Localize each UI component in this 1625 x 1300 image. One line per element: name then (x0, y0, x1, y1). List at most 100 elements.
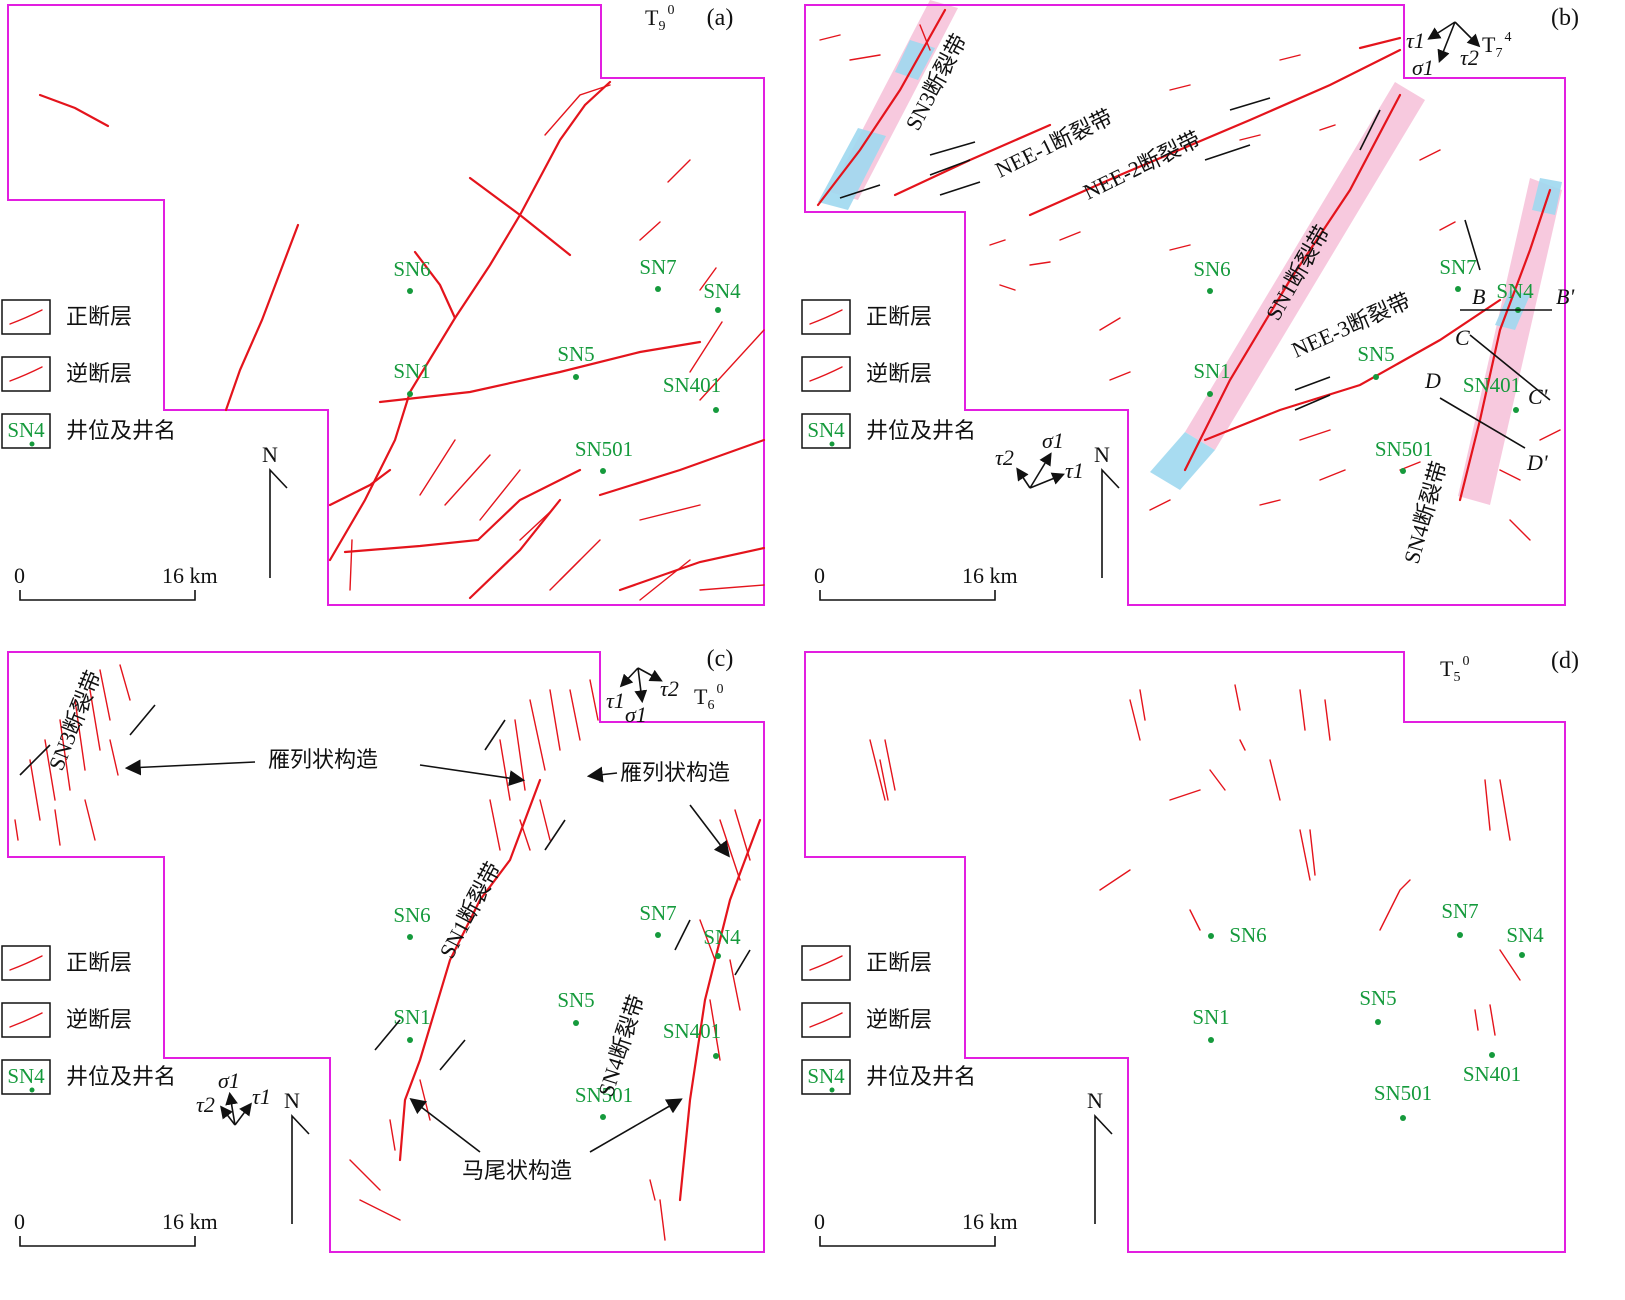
sigma1-label: σ1 (218, 1068, 240, 1093)
well-6: SN501 (575, 437, 633, 474)
well-dot (407, 934, 413, 940)
scale-distance: 16 km (962, 1209, 1018, 1234)
sigma1-label: σ1 (625, 702, 647, 727)
label-nee3-fault-zone: NEE-3断裂带 (1288, 288, 1414, 363)
north-label: N (1094, 442, 1110, 467)
north-arrow: N (1094, 442, 1120, 578)
well-dot (29, 1087, 35, 1093)
well-0: SN6 (1208, 923, 1267, 947)
well-dot (829, 1087, 835, 1093)
label-sn4-fault-zone: SN4断裂带 (593, 992, 649, 1100)
well-dot (1208, 1037, 1214, 1043)
well-dot (1207, 391, 1213, 397)
legend-well-sample: SN4 (7, 1064, 45, 1088)
panel-d-overlay: (d)T50SN6SN7SN4SN5SN1SN401SN501正断层逆断层SN4… (801, 648, 1579, 1247)
well-5: SN401 (1463, 373, 1521, 413)
well-name: SN1 (1193, 359, 1230, 383)
well-0: SN6 (1193, 257, 1231, 294)
horizon-sup: 0 (716, 682, 723, 697)
tau1-label: τ1 (606, 688, 625, 713)
panel-label: (d) (1551, 648, 1579, 674)
well-name: SN7 (1441, 899, 1478, 923)
well-dot (1373, 374, 1379, 380)
north-label: N (284, 1088, 300, 1113)
normal-fault-symbol (809, 955, 843, 971)
well-5: SN401 (1463, 1052, 1521, 1086)
sigma1-label: σ1 (1412, 55, 1434, 80)
well-dot (407, 1037, 413, 1043)
horizon-label: T90 (645, 3, 674, 34)
well-name: SN501 (1375, 437, 1433, 461)
well-2: SN4 (703, 925, 741, 959)
north-arrow: N (262, 442, 288, 578)
well-name: SN6 (393, 257, 430, 281)
section-D: D (1424, 368, 1441, 393)
well-6: SN501 (575, 1083, 633, 1120)
well-name: SN4 (703, 279, 741, 303)
label-sn3-fault-zone: SN3断裂带 (43, 667, 106, 774)
well-2: SN4 (1496, 279, 1534, 313)
horizon-sub: 7 (1495, 46, 1502, 61)
legend-label: 正断层 (66, 950, 132, 975)
reverse-fault-symbol (809, 366, 843, 382)
horizon-base: T (694, 684, 708, 709)
tau1-label: τ1 (252, 1084, 271, 1109)
legend-label: 逆断层 (866, 1007, 932, 1032)
well-dot (713, 407, 719, 413)
well-name: SN4 (1496, 279, 1534, 303)
legend-label: 逆断层 (66, 1007, 132, 1032)
well-name: SN401 (663, 1019, 721, 1043)
well-5: SN401 (663, 373, 721, 413)
well-name: SN7 (639, 255, 676, 279)
horizon-sup: 0 (667, 3, 674, 18)
legend-label: 井位及井名 (866, 418, 976, 443)
well-dot (1400, 468, 1406, 474)
tau2-label: τ2 (196, 1092, 215, 1117)
tau1-label: τ1 (1406, 28, 1425, 53)
survey-boundary (7, 4, 765, 606)
section-B: B (1472, 284, 1485, 309)
label-en-echelon-2: 雁列状构造 (620, 760, 730, 785)
well-name: SN6 (1229, 923, 1266, 947)
well-dot (29, 441, 35, 447)
north-label: N (262, 442, 278, 467)
well-name: SN501 (575, 1083, 633, 1107)
legend-swatch (801, 945, 851, 981)
well-2: SN4 (703, 279, 741, 313)
scale-zero: 0 (14, 1209, 25, 1234)
scale-bar: 0 16 km (14, 563, 218, 601)
tau1-label: τ1 (1065, 458, 1084, 483)
panel-label: (a) (707, 5, 734, 31)
well-name: SN1 (393, 359, 430, 383)
section-C: C (1455, 325, 1470, 350)
scale-distance: 16 km (162, 563, 218, 588)
section-D-prime: D' (1526, 450, 1548, 475)
scale-zero: 0 (814, 1209, 825, 1234)
well-4: SN1 (1192, 1005, 1230, 1043)
well-dot (1489, 1052, 1495, 1058)
well-dot (407, 288, 413, 294)
sigma1-label: σ1 (1042, 428, 1064, 453)
label-nee2-fault-zone: NEE-2断裂带 (1079, 126, 1204, 204)
reverse-fault-symbol (9, 366, 43, 382)
legend-label: 正断层 (66, 304, 132, 329)
stress-diagram-b-bottom: σ1 τ1 τ2 (995, 428, 1084, 489)
well-3: SN5 (1357, 342, 1395, 380)
north-arrow: N (1087, 1088, 1113, 1224)
scale-zero: 0 (14, 563, 25, 588)
reverse-fault-symbol (809, 1012, 843, 1028)
panel-d (804, 651, 1566, 1253)
well-name: SN7 (1439, 255, 1476, 279)
well-name: SN5 (1357, 342, 1394, 366)
panel-a (7, 4, 766, 606)
panel-c (7, 651, 765, 1253)
well-name: SN1 (1192, 1005, 1229, 1029)
well-dot (600, 468, 606, 474)
well-dot (1513, 407, 1519, 413)
label-sn4-fault-zone: SN4断裂带 (1399, 458, 1452, 566)
fault-lines (14, 664, 762, 1241)
legend-swatch (1, 1059, 51, 1095)
well-dot (1400, 1115, 1406, 1121)
